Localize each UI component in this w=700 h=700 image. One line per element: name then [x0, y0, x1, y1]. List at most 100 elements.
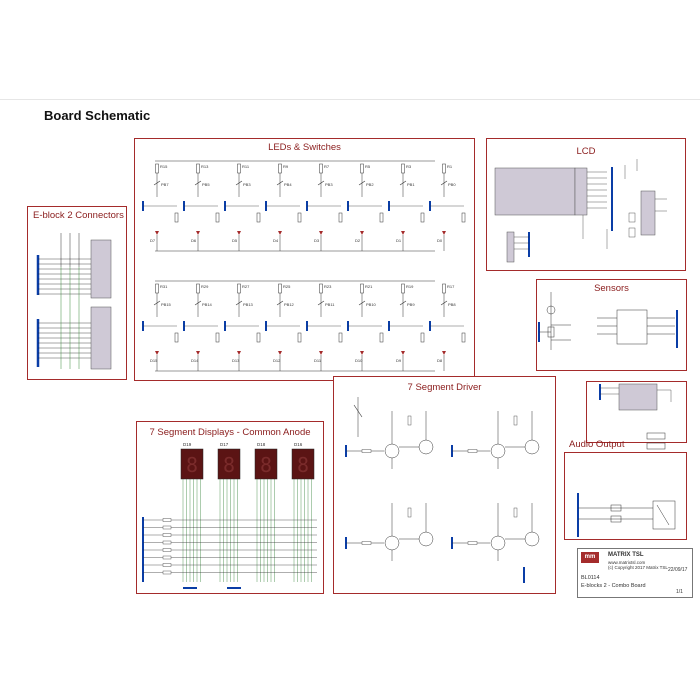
display-label: D16: [294, 442, 303, 447]
segment-resistor: [162, 570, 172, 575]
seven-seg-digit: [180, 448, 204, 480]
leds-switches-title: LEDs & Switches: [268, 142, 341, 153]
switch-label: PB3: [243, 182, 251, 187]
pushbutton: [276, 300, 284, 306]
led-label: D12: [273, 358, 281, 363]
led-label: D5: [232, 238, 238, 243]
eblock-connectors-title: E-block 2 Connectors: [33, 210, 124, 221]
sensors-title: Sensors: [594, 283, 629, 294]
pullup-resistor: [155, 163, 159, 174]
led-resistor: [379, 332, 384, 343]
seven-seg-digit: [254, 448, 278, 480]
led-label: D0: [437, 238, 443, 243]
audio-output-title: Audio Output: [569, 439, 625, 450]
led-label: D9: [396, 358, 402, 363]
led-diode: [278, 351, 282, 355]
copyright-text: (c) Copyright 2017 Matrix TSL: [608, 565, 668, 570]
eblock-connectors-panel: E-block 2 Connectors: [27, 206, 127, 380]
pull-resistor: [513, 507, 518, 518]
resistor-label: R31: [160, 284, 168, 289]
led-label: D8: [437, 358, 443, 363]
company-logo: mm: [581, 552, 599, 563]
resistor-label: R9: [283, 164, 289, 169]
pullup-resistor: [155, 283, 159, 294]
display-label: D19: [183, 442, 192, 447]
lcd-schematic: [494, 159, 667, 263]
led-diode: [360, 351, 364, 355]
part-number: BL0114: [581, 575, 600, 581]
segment-resistor: [162, 555, 172, 560]
pushbutton: [440, 300, 448, 306]
page-title: Board Schematic: [44, 108, 151, 123]
led-resistor: [338, 212, 343, 223]
audio-output-panel: Audio Output: [564, 432, 687, 540]
pullup-resistor: [401, 163, 405, 174]
digit-glyph: 8: [186, 453, 198, 477]
switch-label: PB9: [407, 302, 415, 307]
led-resistor: [297, 212, 302, 223]
led-diode: [237, 351, 241, 355]
led-diode: [155, 351, 159, 355]
resistor-label: R21: [365, 284, 373, 289]
switch-label: PB12: [284, 302, 295, 307]
pushbutton: [235, 300, 243, 306]
switch-label: PB11: [325, 302, 335, 307]
resistor-label: R11: [242, 164, 250, 169]
resistor-label: R27: [242, 284, 250, 289]
segment-resistor: [162, 540, 172, 545]
led-label: D10: [355, 358, 363, 363]
led-diode: [196, 351, 200, 355]
base-resistor: [467, 541, 478, 545]
pushbutton: [358, 300, 366, 306]
led-resistor: [461, 212, 466, 223]
pullup-resistor: [442, 163, 446, 174]
led-label: D14: [191, 358, 199, 363]
led-resistor: [379, 212, 384, 223]
base-resistor: [361, 541, 372, 545]
pull-resistor: [407, 507, 412, 518]
led-label: D3: [314, 238, 320, 243]
drawing-date: 22/09/17: [668, 567, 688, 573]
auto-id-schematic: [599, 383, 672, 411]
pushbutton: [194, 300, 202, 306]
led-resistor: [338, 332, 343, 343]
pullup-resistor: [319, 283, 323, 294]
switch-label: PB8: [448, 302, 456, 307]
pullup-resistor: [442, 283, 446, 294]
auto-id-panel: Auto ID: [586, 381, 687, 443]
pullup-resistor: [401, 283, 405, 294]
switch-label: PB13: [243, 302, 254, 307]
led-diode: [237, 231, 241, 235]
switch-label: PB0: [448, 182, 456, 187]
resistor-label: R5: [365, 164, 371, 169]
led-resistor: [297, 332, 302, 343]
transistor: [490, 443, 506, 459]
base-resistor: [467, 449, 478, 453]
led-label: D1: [396, 238, 402, 243]
pull-resistor: [513, 415, 518, 426]
switch-label: PB7: [161, 182, 169, 187]
pullup-resistor: [196, 163, 200, 174]
pushbutton: [358, 180, 366, 186]
resistor-label: R3: [406, 164, 412, 169]
pushbutton: [317, 180, 325, 186]
leds-switches-schematic: R15PB7D7R13PB5D6R11PB3D5R9PB4D4R7PB3D3R5…: [142, 160, 466, 372]
led-diode: [360, 231, 364, 235]
resistor-label: R15: [160, 164, 168, 169]
base-resistor: [361, 449, 372, 453]
led-diode: [401, 351, 405, 355]
pushbutton: [440, 180, 448, 186]
led-label: D6: [191, 238, 197, 243]
lcd-panel: LCD: [486, 138, 686, 271]
sensors-schematic: [538, 292, 678, 350]
pushbutton: [276, 180, 284, 186]
segment-resistor: [162, 525, 172, 530]
transistor: [418, 439, 434, 455]
transistor: [524, 439, 540, 455]
digit-glyph: 8: [223, 453, 235, 477]
eblock-connectors-schematic: [36, 233, 112, 370]
seven-seg-digit: [217, 448, 241, 480]
resistor-label: R1: [447, 164, 453, 169]
seg-driver-title: 7 Segment Driver: [407, 382, 482, 393]
segment-resistor: [162, 533, 172, 537]
